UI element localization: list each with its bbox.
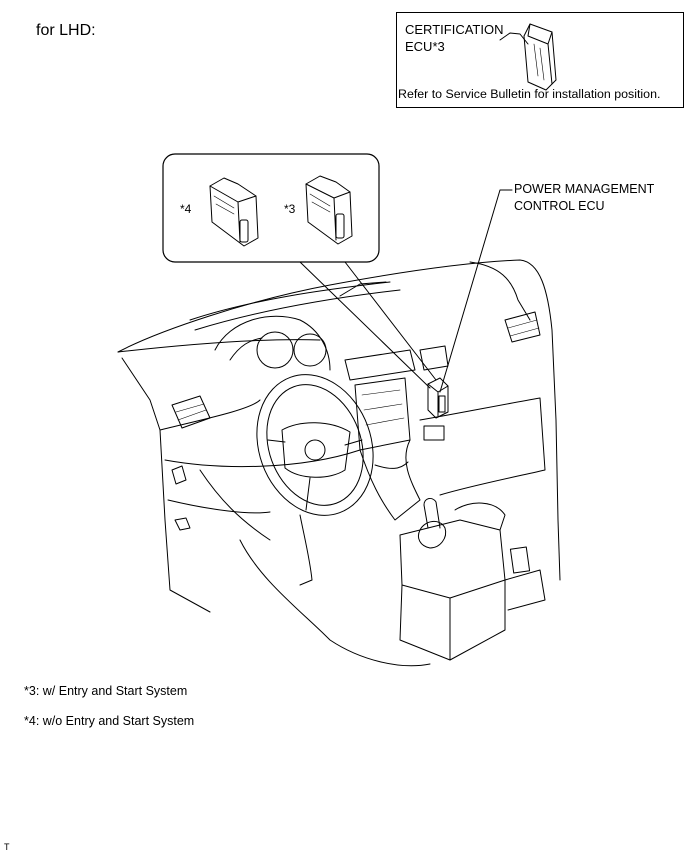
power-management-label-line1: POWER MANAGEMENT <box>514 182 655 196</box>
dashboard-outline <box>118 260 560 666</box>
callout-label-star3: *3 <box>284 202 296 216</box>
service-bulletin-note: Refer to Service Bulletin for installati… <box>398 87 661 101</box>
certification-ecu-inset-box <box>396 12 684 108</box>
certification-ecu-module-icon <box>500 24 556 90</box>
certification-ecu-label-line1: CERTIFICATION <box>405 22 504 37</box>
ecu-star3-icon <box>306 176 352 244</box>
steering-wheel <box>238 358 392 585</box>
center-console <box>400 498 545 660</box>
callout-label-star4: *4 <box>180 202 192 216</box>
ecu-star4-icon <box>210 178 258 246</box>
diagram-title: for LHD: <box>36 22 96 39</box>
leader-lines <box>300 190 512 392</box>
power-management-ecu-icon <box>428 378 448 418</box>
power-management-label-line2: CONTROL ECU <box>514 199 605 213</box>
ecu-callout-box <box>163 154 379 262</box>
certification-ecu-label-line2: ECU*3 <box>405 39 445 54</box>
legend-item-star4: *4: w/o Entry and Start System <box>24 714 195 728</box>
image-code: T <box>4 842 10 852</box>
legend-item-star3: *3: w/ Entry and Start System <box>24 684 188 698</box>
